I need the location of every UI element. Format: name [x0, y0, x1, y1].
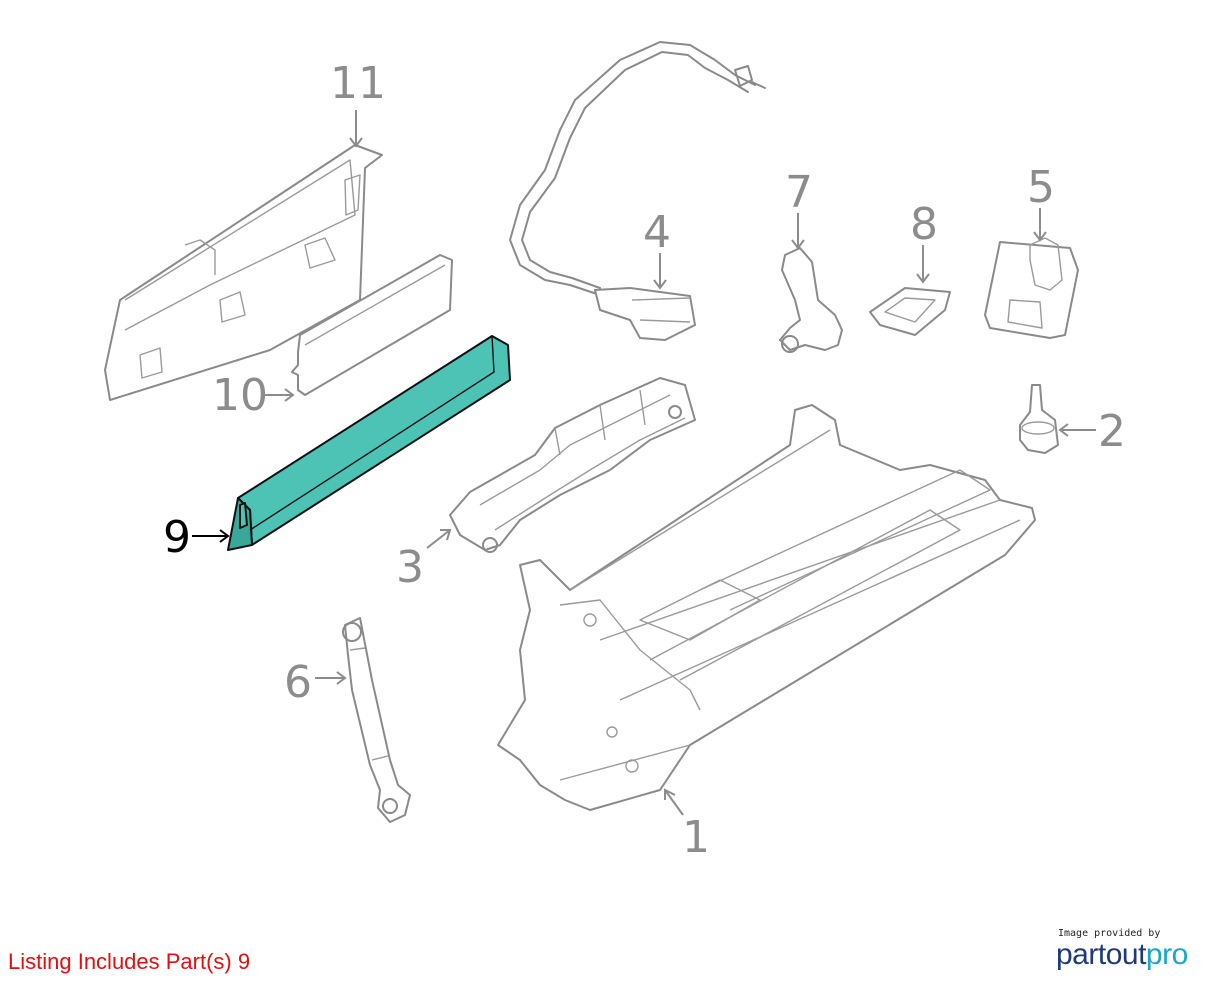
brand-logo-part-b: pro	[1145, 938, 1188, 971]
brand-logo-part-a: partout	[1056, 938, 1146, 971]
image-credit: Image provided by partoutpro	[1056, 928, 1206, 971]
part-9-highlighted-strip	[227, 335, 511, 551]
callout-7: 7	[785, 167, 813, 218]
part-7-bracket	[779, 247, 843, 353]
part-4-release-cable	[509, 41, 766, 341]
part-6-gas-strut	[342, 617, 411, 823]
callout-4: 4	[643, 207, 671, 258]
listing-note: Listing Includes Part(s) 9	[8, 949, 251, 974]
callout-8: 8	[910, 199, 938, 250]
part-8-switch	[869, 287, 951, 336]
callout-3: 3	[396, 542, 424, 593]
callout-11: 11	[330, 58, 386, 109]
callout-2: 2	[1098, 406, 1126, 457]
callout-arrows	[192, 110, 1096, 816]
part-11-side-panel	[104, 144, 383, 401]
callout-6: 6	[284, 657, 312, 708]
brand-logo: partoutpro	[1056, 939, 1206, 971]
part-3-rail	[449, 377, 696, 553]
part-5-housing	[984, 237, 1079, 339]
part-2-bushing	[1019, 384, 1059, 454]
part-10-trim-strip	[291, 254, 453, 396]
callout-labels: 1 2 3 4 5 6 7 8 9 10 11	[163, 58, 1126, 863]
callout-1: 1	[682, 812, 710, 863]
callout-5: 5	[1027, 162, 1055, 213]
part-1-frame	[497, 404, 1036, 811]
callout-10: 10	[212, 370, 268, 421]
credit-caption: Image provided by	[1058, 928, 1161, 939]
callout-9: 9	[163, 512, 191, 563]
